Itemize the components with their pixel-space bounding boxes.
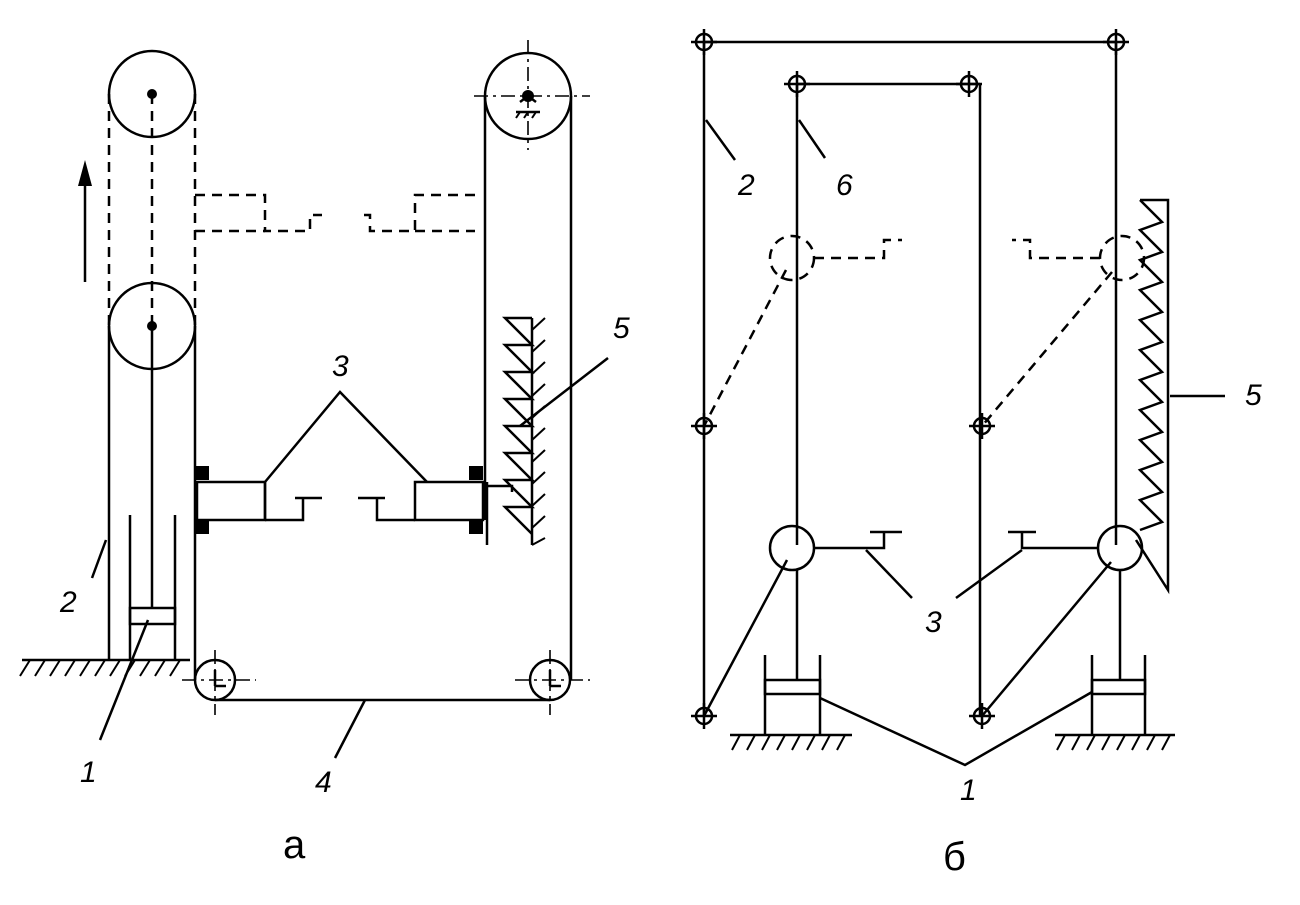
pulley-bottom-right [515,650,590,715]
pulley-fixed-right [474,40,590,150]
label-2-b: 2 [737,169,755,202]
carriage-right [358,466,514,545]
ground-left [19,658,190,677]
hinge-joints [691,29,1129,729]
label-5-b: 5 [1245,379,1262,412]
label-5-a: 5 [613,312,630,345]
pulley-upper-dashed [107,49,197,326]
label-1-a: 1 [80,756,97,789]
label-3-b: 3 [925,606,942,639]
carriage-left [195,466,322,534]
label-3-a: 3 [332,350,349,383]
rack-right [1134,198,1170,595]
caption-b: б [943,835,966,879]
carriages-upper-dashed [195,193,475,233]
rack-left [501,316,546,546]
roller-right [981,524,1144,717]
cable-2 [107,326,197,680]
label-6-b: 6 [836,169,853,202]
piston-right [1055,570,1175,751]
frame-2 [702,40,1118,716]
leader-lines-b [704,119,1225,767]
pulley-bottom-left [182,650,256,715]
roller-left [702,524,902,717]
arrow-up-icon [78,160,92,282]
caption-a: а [283,823,306,867]
figure-b: 2 6 5 3 1 б [691,29,1262,879]
figure-a: 3 5 2 1 4 а [19,40,630,867]
rollers-upper-dashed [702,234,1146,427]
label-2-a: 2 [59,586,77,619]
label-4-a: 4 [315,766,332,799]
frame-6 [795,82,982,716]
label-1-b: 1 [960,774,977,807]
leader-lines-a [90,357,609,759]
hydraulic-cylinder [128,326,177,660]
piston-left [730,570,852,751]
cable-right [483,96,573,680]
